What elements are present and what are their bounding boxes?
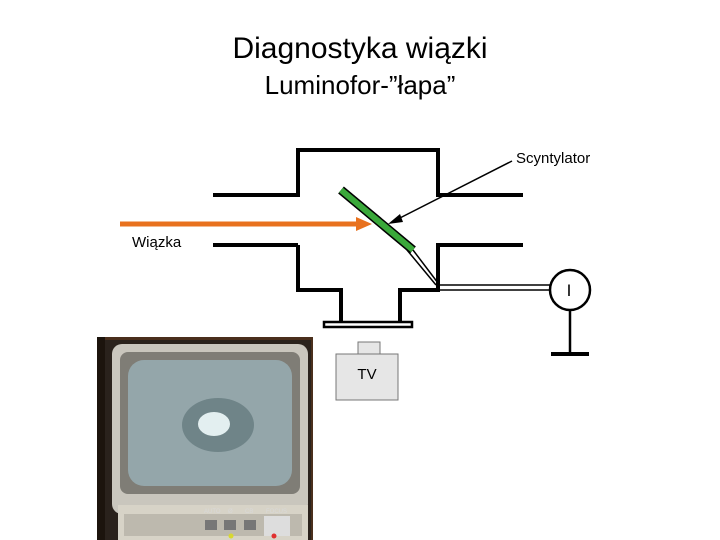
camera-lens <box>357 341 381 355</box>
chamber-top-wall <box>213 148 523 197</box>
viewport-window <box>322 320 414 329</box>
scintillator-label: Scyntylator <box>516 150 591 167</box>
monitor-button-label-1: Ø <box>228 509 233 515</box>
beam-arrow <box>120 217 372 231</box>
signal-wire <box>406 249 552 291</box>
monitor-button-label-auto: AUTO <box>204 509 221 515</box>
scintillator-pointer <box>388 160 513 224</box>
tv-camera <box>335 353 399 401</box>
monitor-photo <box>97 337 313 540</box>
monitor-button-label-focus: FOCUS <box>266 509 287 515</box>
vacuum-chamber <box>213 148 523 322</box>
tv-camera-label: TV <box>357 366 377 383</box>
scintillator-screen <box>339 187 415 253</box>
chamber-left-port <box>296 245 343 322</box>
monitor-button-label-2: CB <box>245 509 254 515</box>
current-meter-label: I <box>566 281 572 300</box>
slide-subtitle: Luminofor-”łapa” <box>264 70 456 100</box>
slide-title: Diagnostyka wiązki <box>232 32 488 65</box>
beam-label: Wiązka <box>132 234 182 251</box>
